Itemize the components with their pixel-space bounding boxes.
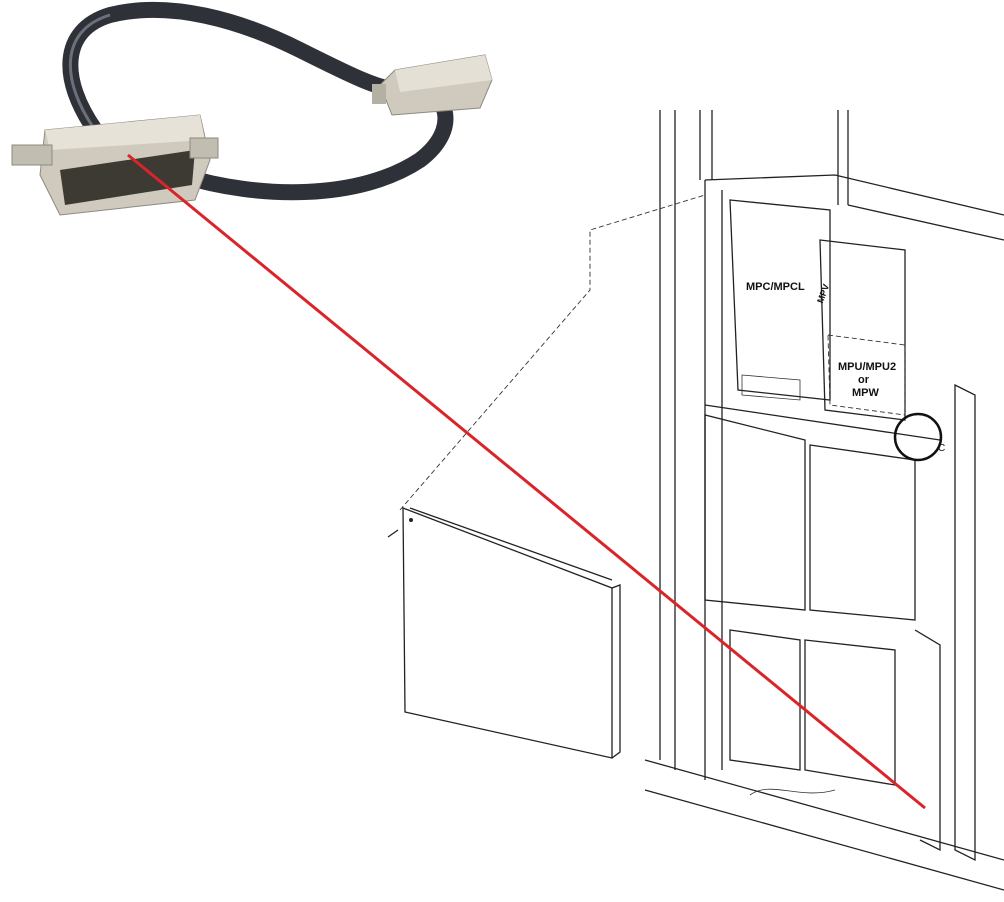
battery-left xyxy=(729,629,801,771)
connector-pointer-line xyxy=(127,153,926,810)
mpu-board xyxy=(819,239,906,421)
detail-c-circle xyxy=(893,412,943,462)
label-detail-c: C xyxy=(938,443,945,454)
cable-loop xyxy=(62,1,408,138)
connector-right xyxy=(372,54,493,116)
cabinet-drawing: MPC/MPCL MPV MPU/MPU2 or MPW C xyxy=(644,110,1004,891)
power-unit-right xyxy=(809,444,916,621)
label-mpu: MPU/MPU2 xyxy=(838,361,896,373)
label-mpc: MPC/MPCL xyxy=(746,281,805,293)
cover-panel xyxy=(387,194,706,759)
connector-left xyxy=(11,114,219,216)
label-or: or xyxy=(858,374,870,386)
power-unit-left xyxy=(704,414,806,611)
battery-right xyxy=(804,639,896,786)
label-mpw: MPW xyxy=(852,387,880,399)
scsi-cable-photo xyxy=(11,1,493,216)
label-mpv: MPV xyxy=(815,283,831,305)
